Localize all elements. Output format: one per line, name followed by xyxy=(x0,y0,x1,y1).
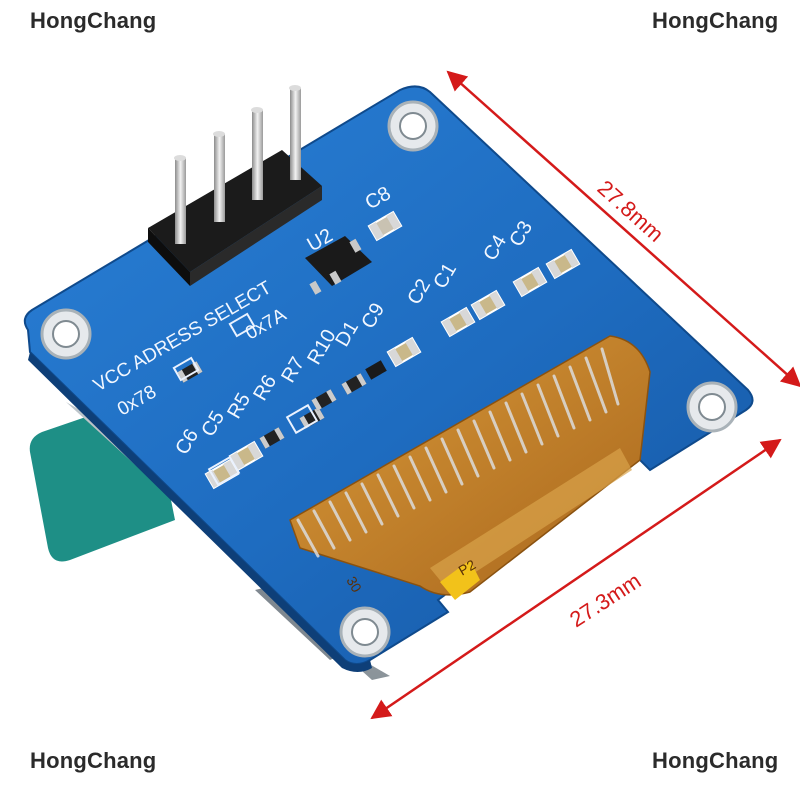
watermark-bottom-left: HongChang xyxy=(30,748,157,773)
silkscreen-outlines xyxy=(172,312,319,487)
display-glass-edge xyxy=(66,402,390,680)
watermark-bottom-right: HongChang xyxy=(652,748,779,773)
header-pin-4 xyxy=(290,88,301,180)
pcb-board-edge xyxy=(28,352,372,672)
silk-flex-30: 30 xyxy=(343,574,365,596)
pin-header xyxy=(148,85,322,286)
header-pin-3 xyxy=(252,110,263,200)
header-pin-1 xyxy=(175,158,186,244)
watermark-top-right: HongChang xyxy=(652,8,779,33)
pin-header-plastic xyxy=(148,150,322,272)
header-pin-2 xyxy=(214,134,225,222)
u2-regulator-chip xyxy=(305,236,372,295)
watermark-top-left: HongChang xyxy=(30,8,157,33)
